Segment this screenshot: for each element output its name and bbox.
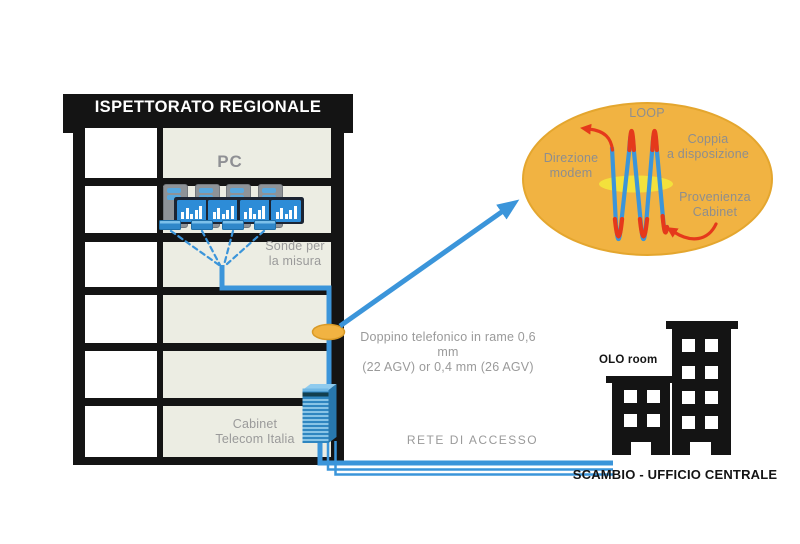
pc-icon — [222, 184, 272, 232]
monitor-icon — [268, 197, 304, 224]
pc-label: PC — [217, 152, 243, 171]
monitor-icon — [237, 197, 272, 224]
probe-box-icon — [159, 220, 181, 230]
building-window — [85, 295, 157, 343]
building-title-bar: ISPETTORATO REGIONALE — [63, 94, 353, 121]
tall-building-icon — [672, 329, 731, 455]
tall-building-roof — [666, 321, 738, 329]
short-building-roof — [606, 376, 678, 383]
pc-workstations — [159, 184, 331, 234]
loop-title: LOOP — [629, 106, 665, 120]
bar-chart-screen-icon — [208, 199, 238, 222]
short-building-door — [631, 442, 651, 455]
doppino-label: Doppino telefonico in rame 0,6 mm (22 AG… — [360, 330, 536, 374]
building-title: ISPETTORATO REGIONALE — [94, 98, 322, 116]
probe-box-icon — [190, 220, 213, 230]
cabinet-label: Cabinet Telecom Italia — [215, 417, 295, 446]
olo-room-label: OLO room — [599, 354, 658, 366]
monitor-icon — [174, 197, 209, 224]
monitor-icon — [205, 197, 241, 224]
building-window — [85, 242, 157, 287]
sonde-label: Sonde per la misura — [265, 239, 325, 268]
rete-di-accesso-label: RETE DI ACCESSO — [406, 433, 539, 447]
building-window — [85, 406, 157, 457]
probe-box-icon — [222, 220, 244, 230]
pc-icon — [159, 184, 209, 232]
building-window — [85, 351, 157, 398]
tall-building-door — [690, 442, 711, 455]
bar-chart-screen-icon — [176, 199, 207, 222]
provenienza-cabinet-label: Provenienza Cabinet — [679, 190, 751, 219]
central-office-label: SCAMBIO - UFFICIO CENTRALE — [572, 467, 778, 482]
bar-chart-screen-icon — [271, 199, 301, 222]
building-window — [85, 186, 157, 233]
coppia-label: Coppia a disposizione — [666, 132, 750, 161]
direzione-modem-label: Direzione modem — [543, 151, 599, 180]
bar-chart-screen-icon — [239, 199, 270, 222]
probe-box-icon — [253, 220, 276, 230]
pc-icon — [253, 184, 304, 232]
building-floor — [163, 128, 331, 178]
building-window — [85, 128, 157, 178]
